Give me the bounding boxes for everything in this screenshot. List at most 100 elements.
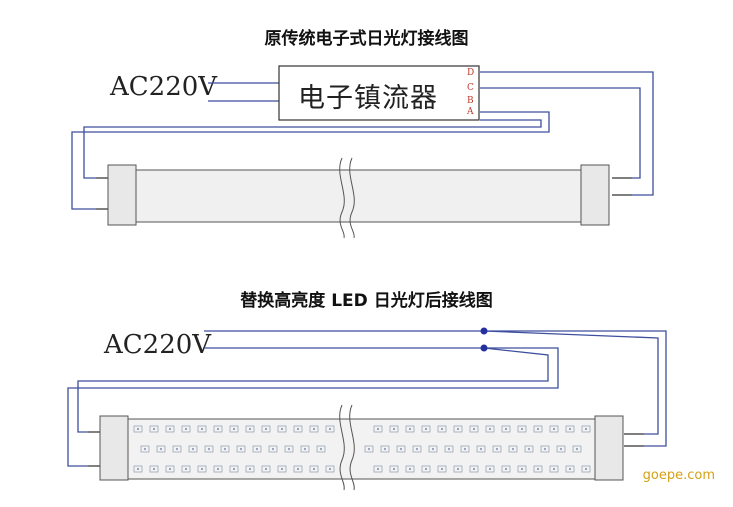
led-chip-center bbox=[393, 468, 395, 470]
led-chip bbox=[268, 445, 278, 453]
led-chip-center bbox=[176, 448, 178, 450]
led-chip-center bbox=[393, 428, 395, 430]
led-chip bbox=[229, 465, 239, 473]
wire-a bbox=[83, 119, 542, 179]
led-chip-center bbox=[313, 468, 315, 470]
led-chip bbox=[325, 425, 335, 433]
led-chip-center bbox=[384, 448, 386, 450]
led-chip bbox=[293, 425, 303, 433]
led-chip-center bbox=[489, 428, 491, 430]
bottom-wire-left-inner bbox=[77, 347, 549, 433]
led-chip bbox=[373, 465, 383, 473]
led-chip-center bbox=[569, 468, 571, 470]
pin-label-c: C bbox=[467, 83, 474, 93]
bottom-supply-label: AC220V bbox=[104, 330, 212, 360]
led-chip bbox=[421, 425, 431, 433]
led-break-mark-2 bbox=[349, 404, 355, 491]
led-array bbox=[133, 425, 591, 473]
led-chip bbox=[549, 465, 559, 473]
led-chip bbox=[236, 445, 246, 453]
led-chip-center bbox=[144, 448, 146, 450]
led-chip-center bbox=[224, 448, 226, 450]
led-chip-center bbox=[409, 468, 411, 470]
led-chip bbox=[581, 465, 591, 473]
led-chip-center bbox=[553, 468, 555, 470]
led-chip-center bbox=[137, 468, 139, 470]
led-chip bbox=[405, 425, 415, 433]
led-chip bbox=[245, 465, 255, 473]
led-chip-center bbox=[368, 448, 370, 450]
led-chip bbox=[380, 445, 390, 453]
led-chip-center bbox=[416, 448, 418, 450]
led-chip-center bbox=[233, 468, 235, 470]
led-chip bbox=[469, 425, 479, 433]
led-end-cap-left bbox=[99, 415, 129, 481]
led-chip bbox=[156, 445, 166, 453]
led-chip-center bbox=[560, 448, 562, 450]
led-chip-center bbox=[521, 468, 523, 470]
led-end-cap-right bbox=[594, 415, 624, 481]
led-chip-center bbox=[448, 448, 450, 450]
led-chip bbox=[133, 465, 143, 473]
led-chip-center bbox=[505, 468, 507, 470]
led-chip bbox=[501, 465, 511, 473]
led-chip bbox=[556, 445, 566, 453]
led-chip-center bbox=[576, 448, 578, 450]
led-chip-center bbox=[505, 428, 507, 430]
led-chip bbox=[213, 425, 223, 433]
led-chip-center bbox=[464, 448, 466, 450]
led-chip-center bbox=[265, 468, 267, 470]
led-chip-center bbox=[137, 428, 139, 430]
pin-label-d: D bbox=[467, 68, 475, 78]
led-chip bbox=[540, 445, 550, 453]
bottom-tube bbox=[88, 404, 644, 491]
pin-label-a: A bbox=[467, 107, 474, 117]
bottom-wire-right-outer bbox=[484, 330, 667, 447]
led-chip bbox=[453, 465, 463, 473]
led-chip bbox=[220, 445, 230, 453]
led-chip-center bbox=[457, 428, 459, 430]
led-chip-center bbox=[304, 448, 306, 450]
top-diagram-title: 原传统电子式日光灯接线图 bbox=[264, 29, 469, 49]
led-chip-center bbox=[489, 468, 491, 470]
led-chip bbox=[181, 465, 191, 473]
led-chip-center bbox=[233, 428, 235, 430]
led-chip bbox=[309, 465, 319, 473]
led-chip bbox=[252, 445, 262, 453]
led-chip bbox=[245, 425, 255, 433]
led-chip bbox=[261, 465, 271, 473]
led-chip bbox=[277, 425, 287, 433]
led-chip bbox=[565, 425, 575, 433]
led-chip-center bbox=[249, 468, 251, 470]
led-chip-center bbox=[585, 428, 587, 430]
led-chip bbox=[437, 425, 447, 433]
led-chip bbox=[229, 425, 239, 433]
led-chip-center bbox=[185, 468, 187, 470]
led-chip-center bbox=[160, 448, 162, 450]
led-chip bbox=[149, 425, 159, 433]
led-chip bbox=[293, 465, 303, 473]
led-chip bbox=[197, 425, 207, 433]
led-chip-center bbox=[521, 428, 523, 430]
led-chip-center bbox=[409, 428, 411, 430]
led-chip bbox=[476, 445, 486, 453]
led-chip bbox=[300, 445, 310, 453]
watermark: goepe.com bbox=[642, 468, 715, 483]
led-chip-center bbox=[425, 468, 427, 470]
led-chip-center bbox=[496, 448, 498, 450]
bottom-wires bbox=[67, 330, 667, 467]
top-wires bbox=[71, 71, 654, 210]
led-chip-center bbox=[320, 448, 322, 450]
led-chip-center bbox=[240, 448, 242, 450]
led-chip bbox=[165, 465, 175, 473]
led-chip bbox=[508, 445, 518, 453]
led-chip bbox=[492, 445, 502, 453]
led-chip-center bbox=[281, 468, 283, 470]
led-chip bbox=[549, 425, 559, 433]
led-chip-center bbox=[256, 448, 258, 450]
led-chip-center bbox=[217, 468, 219, 470]
led-chip-center bbox=[480, 448, 482, 450]
pin-label-b: B bbox=[467, 96, 474, 106]
led-chip-center bbox=[329, 428, 331, 430]
